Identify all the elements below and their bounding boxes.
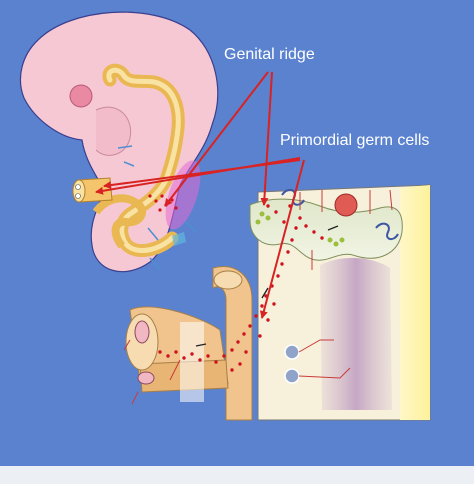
bottom-strip [0, 466, 474, 484]
migrating-germ-cells [158, 204, 324, 372]
heart-bulge [95, 106, 132, 156]
limb-bud-mark [172, 232, 186, 246]
eye-vesicle [69, 84, 93, 108]
tail-loop [92, 194, 146, 249]
arrow-genital-ridge-to-embryo [164, 71, 269, 207]
callout-circles [284, 339, 351, 384]
allantois-bundle [125, 306, 229, 402]
genital-region-glow [165, 160, 201, 230]
mesonephric-duct-right [375, 222, 399, 240]
somite-ticks [117, 145, 197, 271]
hindgut-opening [213, 270, 243, 290]
migration-direction-arrows [195, 225, 339, 347]
primordial-germ-cells-label: Primordial germ cells [280, 132, 430, 149]
arrow-pgc-to-section [259, 159, 305, 319]
genital-ridge-cells [255, 211, 345, 247]
gut-tube-lumen [106, 67, 181, 254]
enlarged-section [123, 184, 431, 421]
arrow-pgc-to-embryo-2 [103, 159, 301, 190]
dorsal-wall-right-face [400, 185, 430, 420]
mesenchyme-mass [320, 257, 392, 410]
genital-ridge-label: Genital ridge [224, 46, 315, 63]
annotation-arrows [95, 71, 305, 319]
arrow-genital-ridge-to-section [260, 71, 273, 206]
dorsal-leader-lines [123, 189, 393, 405]
dorsal-aorta [334, 193, 358, 217]
